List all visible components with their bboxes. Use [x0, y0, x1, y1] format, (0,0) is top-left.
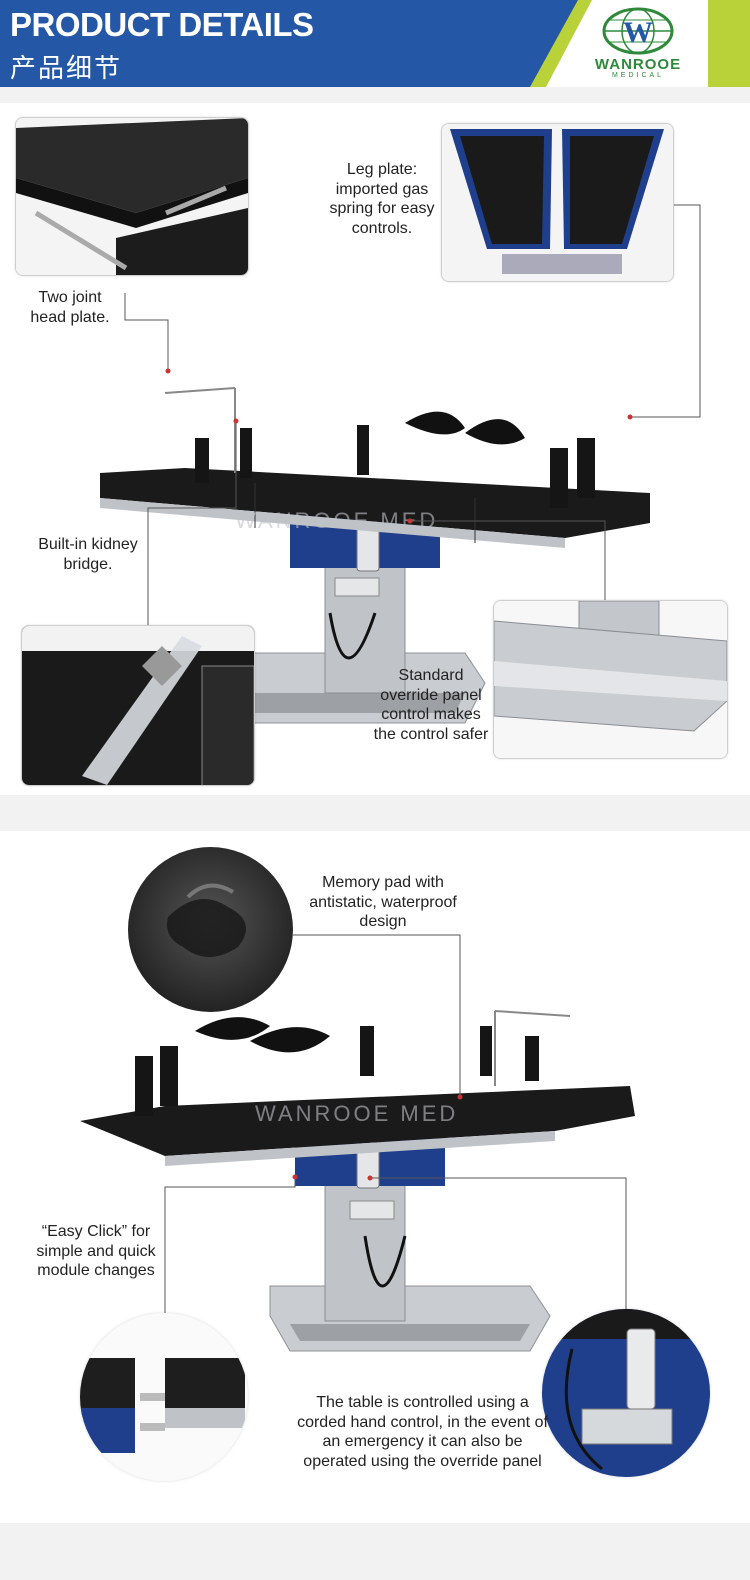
easy-click-caption: “Easy Click” for simple and quick module… — [36, 1223, 156, 1279]
watermark-text-2: WANROOE MED — [255, 1101, 458, 1126]
brand-logo: W WANROOE MEDICAL — [588, 6, 688, 82]
detail-panel-2: WANROOE MED — [0, 831, 750, 1523]
page-subtitle: 产品细节 — [10, 54, 123, 84]
globe-icon: W — [602, 7, 674, 55]
callout-lines — [124, 204, 701, 628]
hand-control-photo — [542, 1309, 710, 1477]
operating-table-image-2: WANROOE MED — [80, 1010, 635, 1352]
memory-pad-photo — [128, 847, 293, 1012]
easy-click-photo — [80, 1313, 248, 1481]
page-header: PRODUCT DETAILS 产品细节 W WANROOE MEDICAL — [0, 0, 750, 87]
override-panel-caption: Standard override panel control makes th… — [373, 667, 489, 743]
head-plate-photo — [15, 117, 249, 276]
brand-name: WANROOE — [594, 56, 682, 73]
kidney-bridge-photo — [21, 625, 255, 786]
page-title: PRODUCT DETAILS — [10, 6, 314, 43]
callout-lines-2 — [164, 934, 627, 1313]
memory-pad-caption: Memory pad with antistatic, waterproof d… — [309, 874, 457, 930]
hand-control-caption: The table is controlled using a corded h… — [297, 1394, 548, 1470]
leg-plate-photo — [441, 123, 674, 282]
leg-plate-caption: Leg plate: imported gas spring for easy … — [329, 161, 435, 237]
kidney-bridge-caption: Built-in kidney bridge. — [38, 536, 138, 573]
watermark-text: WANROOE MED — [235, 508, 438, 533]
head-plate-caption: Two joint head plate. — [30, 289, 110, 326]
brand-initial: W — [623, 16, 653, 49]
brand-subname: MEDICAL — [611, 72, 665, 79]
detail-panel-1: WANROOE MED — [0, 103, 750, 795]
base-override-photo — [493, 600, 728, 759]
operating-table-image: WANROOE MED — [100, 387, 650, 724]
